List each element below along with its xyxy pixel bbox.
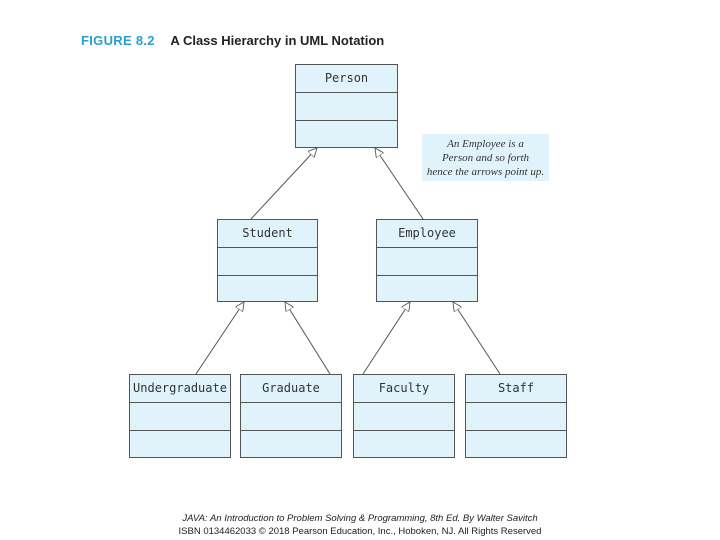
attributes-compartment [130, 402, 230, 403]
methods-compartment [354, 430, 454, 431]
attributes-compartment [296, 92, 397, 93]
class-name: Student [242, 226, 293, 240]
class-name: Staff [497, 381, 535, 395]
arrow-graduate-to-student [285, 302, 331, 375]
note-line: Person and so forth [441, 152, 530, 164]
attributes-compartment [241, 402, 341, 403]
footer-line-copyright: ISBN 0134462033 © 2018 Pearson Education… [178, 526, 542, 537]
class-undergraduate: Undergraduate [129, 374, 231, 458]
methods-compartment [241, 430, 341, 431]
methods-compartment [377, 275, 477, 276]
class-student: Student [217, 219, 318, 302]
class-name: Employee [398, 226, 456, 240]
methods-compartment [466, 430, 566, 431]
figure-title: A Class Hierarchy in UML Notation [170, 33, 385, 48]
methods-compartment [218, 275, 317, 276]
arrow-faculty-to-employee [362, 302, 410, 375]
arrow-undergraduate-to-student [195, 302, 244, 375]
class-employee: Employee [376, 219, 478, 302]
class-faculty: Faculty [353, 374, 455, 458]
attributes-compartment [377, 247, 477, 248]
figure-header: FIGURE 8.2 A Class Hierarchy in UML Nota… [81, 33, 384, 48]
class-person: Person [295, 64, 398, 148]
citation-footer: JAVA: An Introduction to Problem Solving… [0, 512, 720, 538]
note-line: An Employee is a [447, 138, 524, 150]
class-name: Undergraduate [133, 381, 227, 395]
arrow-employee-to-person [375, 148, 424, 220]
class-name: Faculty [378, 381, 430, 395]
class-graduate: Graduate [240, 374, 342, 458]
methods-compartment [130, 430, 230, 431]
figure-number: FIGURE 8.2 [81, 33, 155, 48]
attributes-compartment [354, 402, 454, 403]
class-name: Graduate [262, 381, 320, 395]
attributes-compartment [218, 247, 317, 248]
arrow-staff-to-employee [453, 302, 501, 375]
methods-compartment [296, 120, 397, 121]
annotation-note: An Employee is a Person and so forth hen… [422, 134, 549, 181]
footer-line-book: JAVA: An Introduction to Problem Solving… [182, 513, 538, 524]
class-staff: Staff [465, 374, 567, 458]
note-line: hence the arrows point up. [426, 166, 545, 178]
attributes-compartment [466, 402, 566, 403]
arrow-student-to-person [250, 148, 317, 220]
class-name: Person [324, 71, 369, 85]
